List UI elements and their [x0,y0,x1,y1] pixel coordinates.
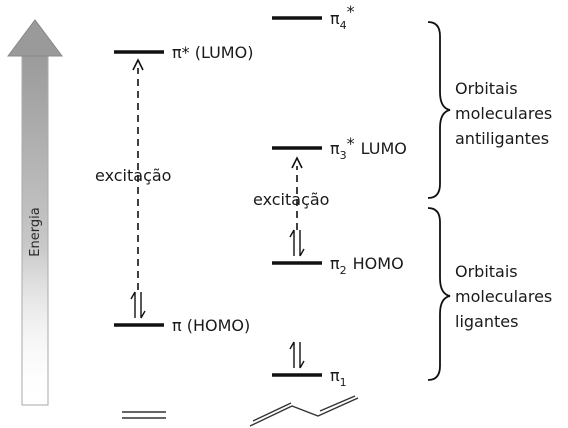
antibonding-brace [427,21,451,199]
butadiene-structure [249,395,359,427]
bonding-brace [427,207,451,381]
ethylene-structure [122,411,166,419]
butadiene-pi2-electron-pair [289,229,305,257]
butadiene-pi1-electron-pair [289,341,305,369]
ethylene-excitation-arrow [132,58,144,290]
ethylene-homo-label: π (HOMO) [172,316,250,335]
energy-arrow-head [7,19,63,57]
butadiene-excitation-label: excitação [253,190,329,209]
energy-axis-label: Energia [28,207,43,256]
butadiene-excitation-arrow [291,156,303,230]
bonding-group-label: Orbitais moleculares ligantes [455,262,557,331]
energy-arrow: Energia [7,19,63,406]
antibonding-group-label: Orbitais moleculares antiligantes [455,79,557,148]
ethylene-lumo-label: π* (LUMO) [172,43,253,62]
ethylene-homo-electron-pair [130,291,146,319]
ethylene-excitation-label: excitação [95,166,171,185]
butadiene-pi1-label: π1 [330,366,347,389]
ethylene-orbitals: π* (LUMO) π (HOMO) excitação [95,43,253,335]
butadiene-pi3-label: π3*LUMO [330,134,407,162]
butadiene-pi4-label: π4* [330,2,355,32]
